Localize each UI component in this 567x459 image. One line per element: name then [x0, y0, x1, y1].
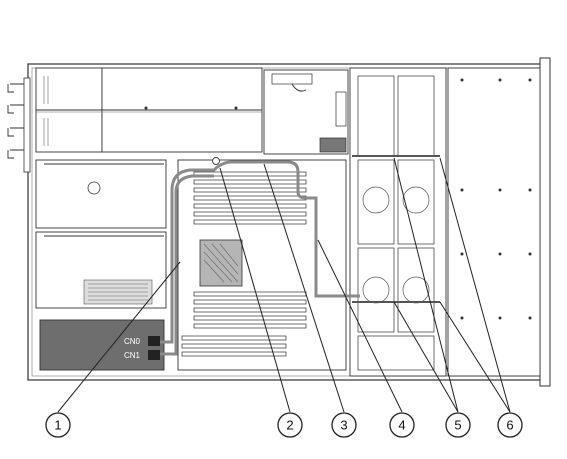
callout-2: 2 — [277, 412, 303, 438]
sas-card-area: CN0 CN1 — [39, 319, 165, 371]
callout-5: 5 — [445, 412, 471, 438]
power-supply-bay — [35, 67, 263, 153]
callout-3: 3 — [331, 412, 357, 438]
dimm-bank-upper — [193, 171, 307, 225]
callout-2-label: 2 — [286, 418, 293, 433]
drive-bay — [447, 67, 541, 377]
callout-3-label: 3 — [340, 418, 347, 433]
leader-lines — [57, 157, 511, 413]
callout-1: 1 — [45, 412, 71, 438]
callout-1-label: 1 — [54, 418, 61, 433]
callout-4: 4 — [389, 412, 415, 438]
motherboard — [177, 159, 347, 371]
cn1-label: CN1 — [124, 351, 141, 360]
sas-cables — [160, 160, 360, 356]
pci-riser-area — [35, 159, 167, 309]
callout-5-label: 5 — [454, 418, 461, 433]
fan-cables — [352, 155, 440, 303]
fan-modules — [349, 67, 447, 377]
callout-6-label: 6 — [506, 418, 513, 433]
callout-4-label: 4 — [398, 418, 405, 433]
callout-6: 6 — [497, 412, 523, 438]
cable-clip — [212, 157, 220, 165]
cn0-label: CN0 — [124, 337, 141, 346]
power-distribution-board — [263, 69, 349, 155]
